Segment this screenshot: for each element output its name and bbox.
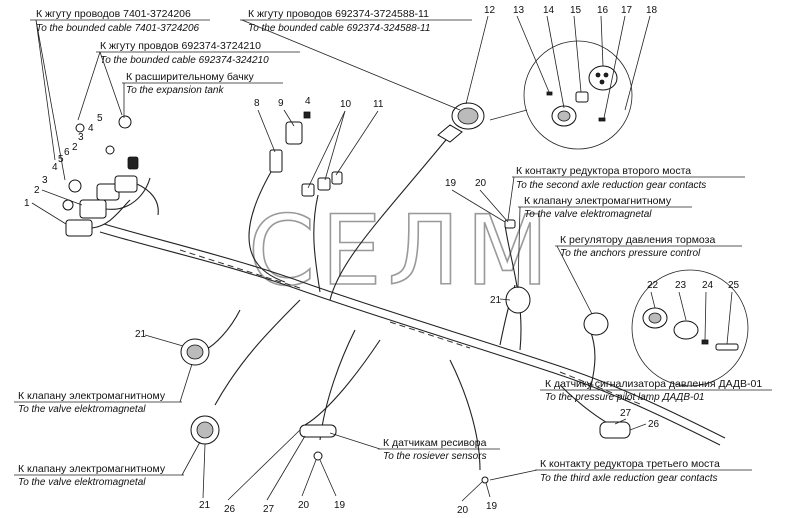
item-number: 20 — [457, 505, 469, 516]
item-number: 19 — [334, 500, 346, 511]
detail-circle-right — [631, 269, 749, 387]
item-number: 11 — [373, 99, 384, 110]
callout-en: To the anchors pressure control — [560, 248, 701, 259]
item-number: 15 — [570, 5, 582, 16]
callout-axle3: К контакту редуктора третьего моста To t… — [489, 458, 752, 484]
item-number: 27 — [620, 408, 632, 419]
item-number: 5 — [97, 113, 103, 124]
callout-en: To the third axle reduction gear contact… — [540, 473, 718, 484]
callout-ru: К расширительному бачку — [126, 71, 254, 83]
item-number: 17 — [621, 5, 633, 16]
callout-ru: К регулятору давления тормоза — [560, 234, 715, 246]
item-number: 16 — [597, 5, 609, 16]
callout-692374-724588: К жгуту проводов 692374-3724588-11 To th… — [240, 8, 472, 111]
item-number: 20 — [298, 500, 310, 511]
item-number: 6 — [64, 147, 70, 158]
callout-692374-724210: К жгуту провдов 692374-3724210 To the bo… — [77, 40, 300, 121]
item-number: 19 — [486, 501, 498, 512]
callout-en: To the valve elektromagnetal — [524, 209, 652, 220]
callout-valve-right: К клапану электромагнитному To the valve… — [517, 195, 692, 289]
item-number: 8 — [254, 98, 260, 109]
watermark: СЕЛМ — [248, 195, 555, 307]
callout-en: To the expansion tank — [126, 85, 224, 96]
callout-en: To the second axle reduction gear contac… — [516, 180, 706, 191]
callout-ru: К клапану электромагнитному — [18, 390, 166, 402]
callout-en: To the bounded cable 692374-324210 — [100, 55, 269, 66]
callout-ru: К клапану электромагнитному — [18, 463, 166, 475]
harness-connectors-left — [180, 338, 337, 461]
item-number: 4 — [52, 162, 58, 173]
item-number: 21 — [199, 500, 211, 511]
callout-axle2: К контакту редуктора второго моста To th… — [507, 165, 745, 221]
item-number: 5 — [58, 154, 64, 165]
item-numbers: 1 2 3 4 5 6 2 3 4 5 8 9 4 10 11 12 13 14… — [24, 5, 740, 516]
item-number: 21 — [490, 295, 502, 306]
item-number: 9 — [278, 98, 284, 109]
item-number: 4 — [305, 96, 311, 107]
callout-en: To the valve elektromagnetal — [18, 477, 146, 488]
item-number: 13 — [513, 5, 525, 16]
item-number: 21 — [135, 329, 147, 340]
item-number: 1 — [24, 198, 30, 209]
callout-ru: К жгуту проводов 7401-3724206 — [36, 8, 191, 20]
callout-ru: К клапану электромагнитному — [524, 195, 672, 207]
item-number: 26 — [648, 419, 660, 430]
item-number: 2 — [72, 142, 78, 153]
item-number: 4 — [88, 123, 94, 134]
item-number: 14 — [543, 5, 555, 16]
callout-ru: К датчикам ресивора — [383, 437, 487, 449]
callout-tank: К расширительному бачку To the expansion… — [122, 71, 283, 118]
callout-ru: К контакту редуктора второго моста — [516, 165, 691, 177]
harness-connectors-right — [481, 219, 631, 484]
callout-ru: К жгуту проводов 692374-3724588-11 — [248, 8, 429, 20]
item-number: 26 — [224, 504, 236, 515]
part-10-11-group — [301, 171, 343, 197]
callout-ru: К контакту редуктора третьего моста — [540, 458, 720, 470]
item-number: 22 — [647, 280, 659, 291]
callout-valve-left2: К клапану электромагнитному To the valve… — [14, 441, 201, 488]
item-number: 24 — [702, 280, 714, 291]
callout-en: To the valve elektromagnetal — [18, 404, 146, 415]
item-number: 23 — [675, 280, 687, 291]
callout-en: To the pressure pilot lamp ДАДВ-01 — [545, 392, 704, 403]
callout-7401: К жгуту проводов 7401-3724206 To the bou… — [30, 8, 210, 181]
left-connector-cluster — [62, 115, 159, 237]
callout-pilot: К датчику сигнализатора давления ДАДВ-01… — [540, 378, 772, 403]
item-number: 19 — [445, 178, 457, 189]
item-number: 27 — [263, 504, 275, 515]
callout-brake: К регулятору давления тормоза To the anc… — [555, 234, 742, 315]
item-number: 3 — [78, 132, 84, 143]
detail-circle-top — [489, 40, 633, 150]
part-8-9-group — [269, 111, 311, 173]
callout-ru: К датчику сигнализатора давления ДАДВ-01 — [545, 378, 762, 390]
item-number: 3 — [42, 175, 48, 186]
item-number: 10 — [340, 99, 352, 110]
item-number: 2 — [34, 185, 40, 196]
callout-en: To the rosiever sensors — [383, 451, 487, 462]
item-number: 20 — [475, 178, 487, 189]
callout-receiver: К датчикам ресивора To the rosiever sens… — [329, 432, 500, 462]
round-connector-692374 — [437, 102, 485, 143]
callout-valve-left1: К клапану электромагнитному To the valve… — [14, 363, 193, 415]
item-number: 25 — [728, 280, 740, 291]
item-number: 18 — [646, 5, 658, 16]
callout-en: To the bounded cable 692374-324588-11 — [248, 23, 430, 34]
item-number: 12 — [484, 5, 496, 16]
callout-en: To the bounded cable 7401-3724206 — [36, 23, 200, 34]
callout-ru: К жгуту провдов 692374-3724210 — [100, 40, 261, 52]
number-leaders — [31, 15, 733, 502]
